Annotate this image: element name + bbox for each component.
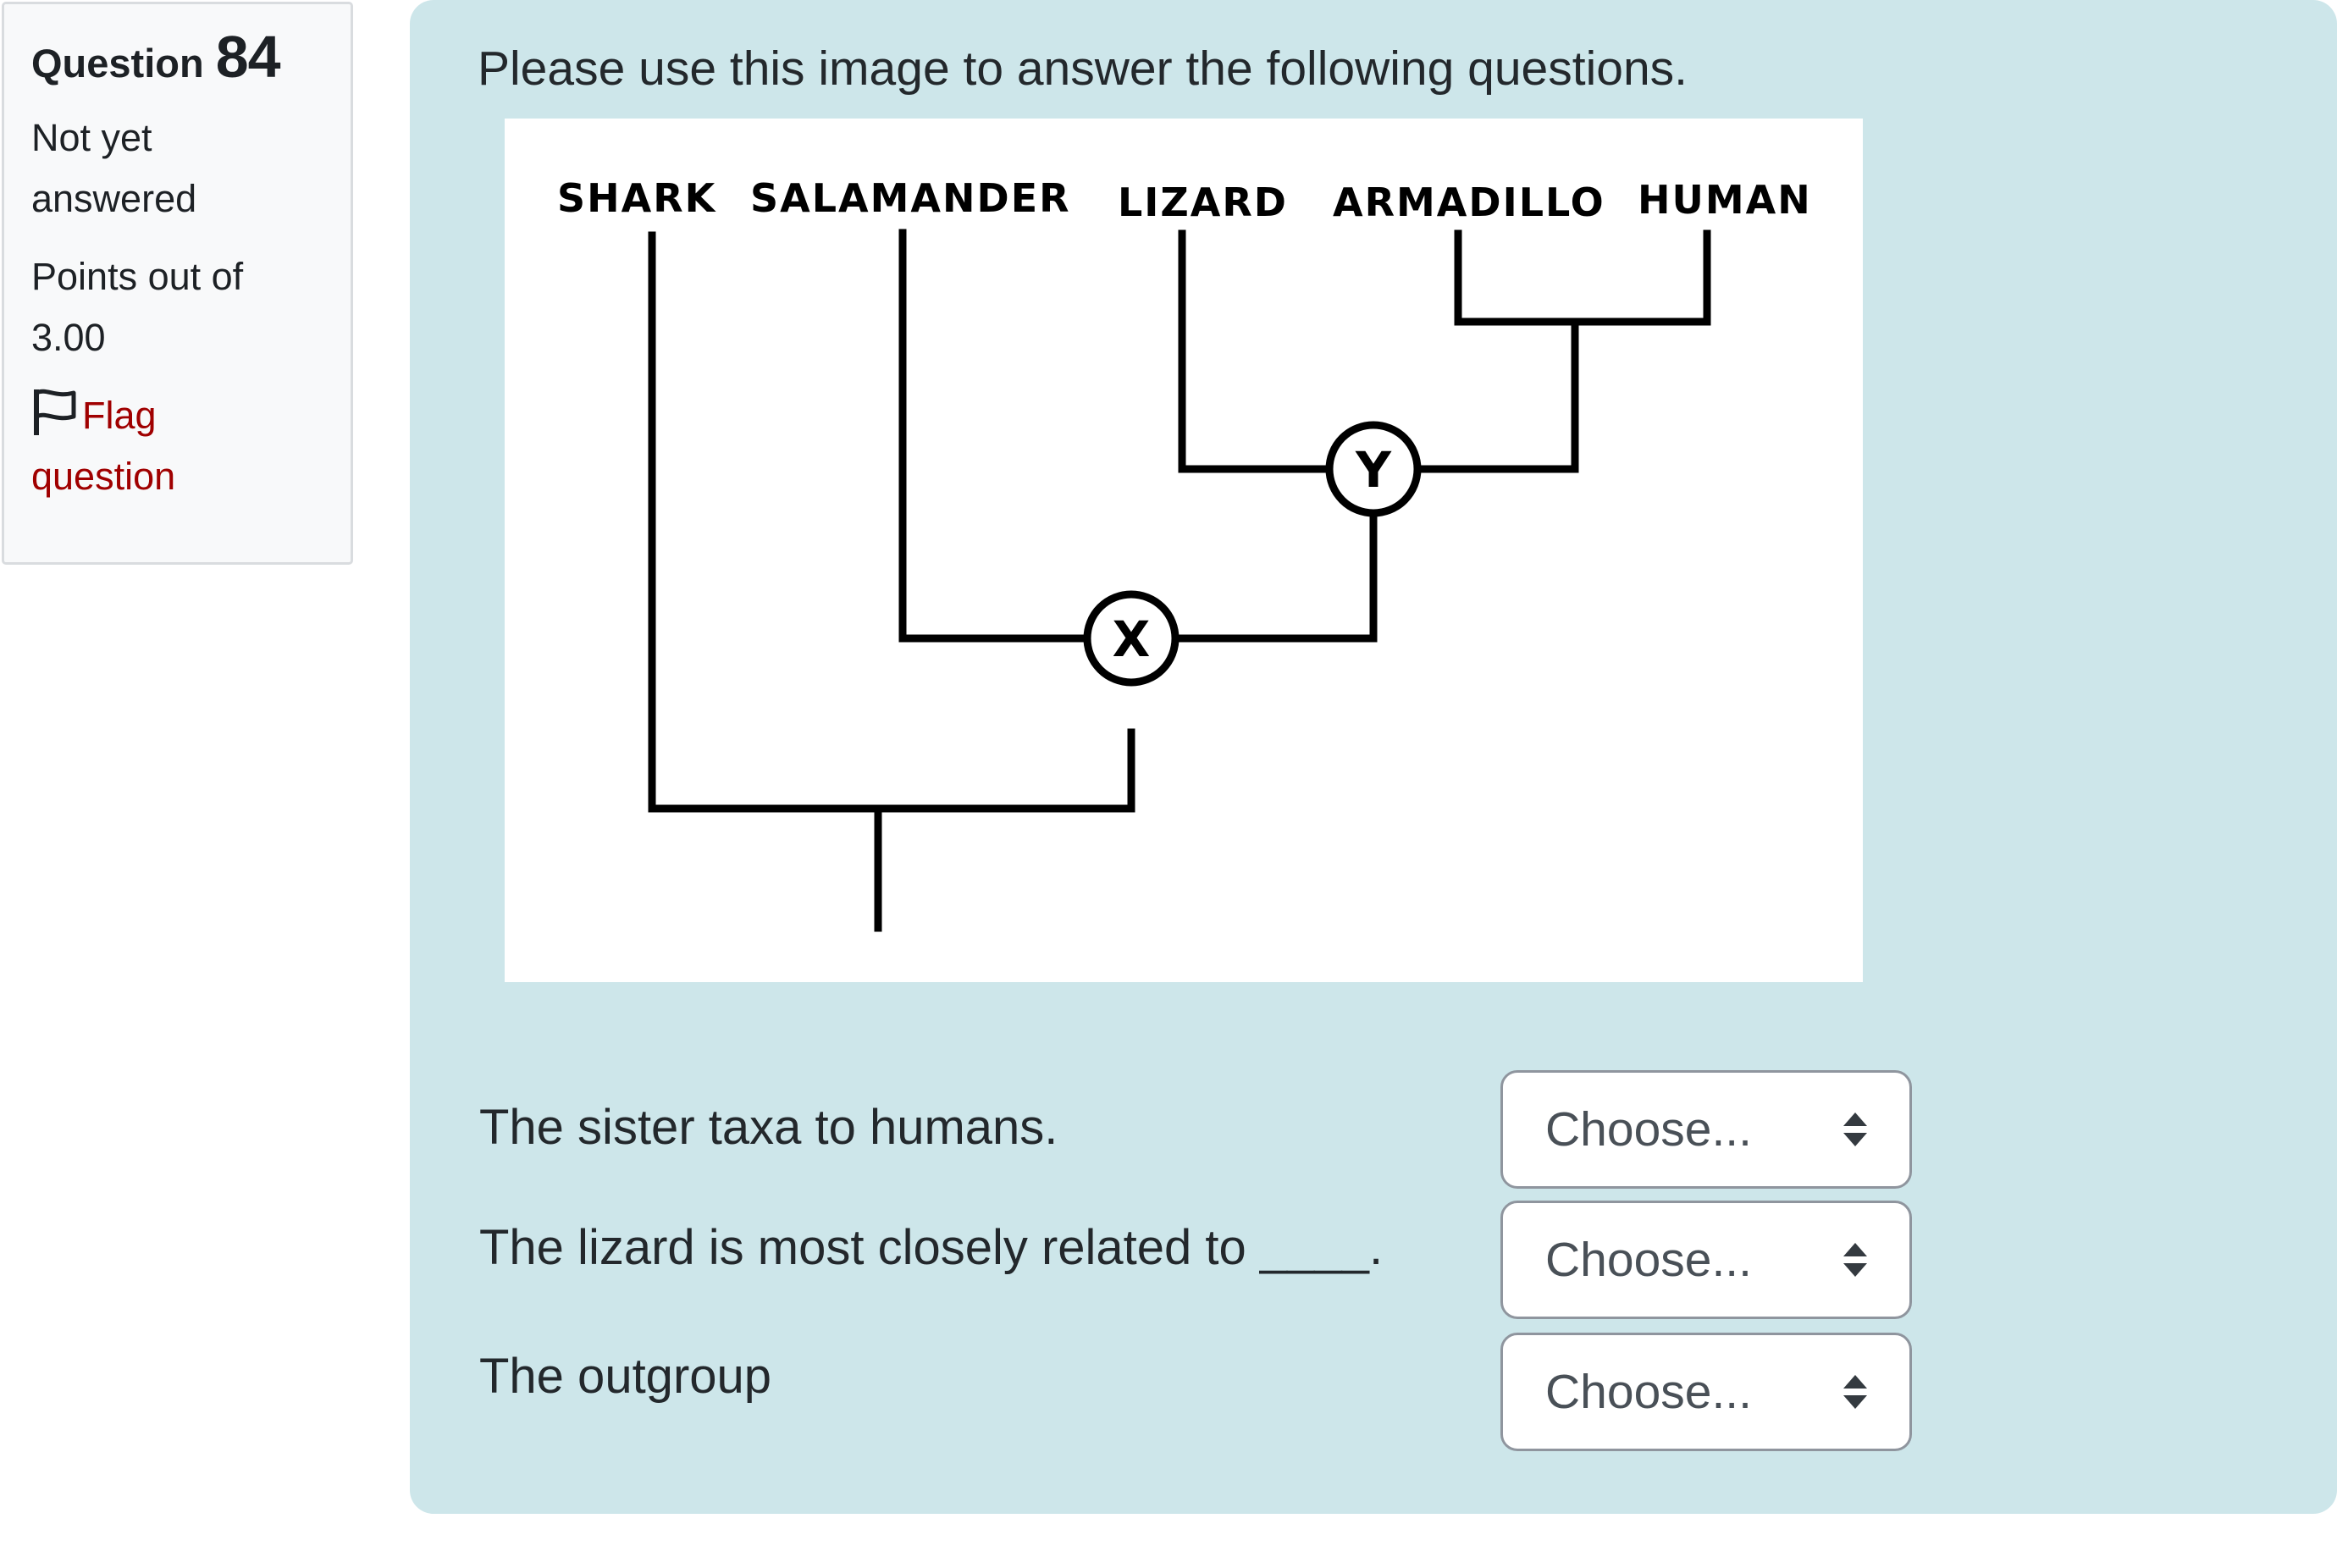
match-question-2: The lizard is most closely related to __… xyxy=(479,1220,1384,1275)
answer-select-3[interactable]: Choose... xyxy=(1500,1333,1912,1451)
cladogram-image: SHARK SALAMANDER LIZARD ARMADILLO HUMAN xyxy=(505,119,1863,982)
match-row-3: The outgroup Choose... xyxy=(479,1333,1919,1451)
answer-select-1[interactable]: Choose... xyxy=(1500,1070,1912,1189)
answer-select-2-value: Choose... xyxy=(1545,1233,1752,1287)
node-y-label: Y xyxy=(1355,441,1392,499)
question-number: 84 xyxy=(215,24,281,90)
flag-label[interactable]: Flag xyxy=(82,394,157,437)
question-number-heading: Question 84 xyxy=(31,23,351,91)
flag-question-link[interactable]: Flag question xyxy=(31,385,351,507)
match-question-1: The sister taxa to humans. xyxy=(479,1100,1058,1155)
node-y-circle xyxy=(1325,421,1422,517)
answer-select-2[interactable]: Choose... xyxy=(1500,1201,1912,1319)
node-x-circle xyxy=(1083,590,1180,687)
select-arrows-icon xyxy=(1843,1375,1867,1409)
answer-select-3-value: Choose... xyxy=(1545,1365,1752,1419)
select-arrows-icon xyxy=(1843,1113,1867,1146)
match-question-3: The outgroup xyxy=(479,1349,772,1404)
question-state: Not yet answered xyxy=(31,116,197,220)
question-label: Question xyxy=(31,41,204,86)
taxon-human: HUMAN xyxy=(1638,177,1812,223)
taxon-shark: SHARK xyxy=(557,175,717,221)
match-row-2: The lizard is most closely related to __… xyxy=(479,1199,1919,1319)
select-arrows-icon xyxy=(1843,1243,1867,1277)
answer-select-1-value: Choose... xyxy=(1545,1102,1752,1157)
question-info-card: Question 84 Not yet answered Points out … xyxy=(2,2,353,565)
question-content-panel: Please use this image to answer the foll… xyxy=(410,0,2337,1514)
cladogram-branches xyxy=(648,229,1711,932)
taxon-salamander: SALAMANDER xyxy=(750,175,1071,221)
taxon-lizard: LIZARD xyxy=(1118,179,1288,225)
taxon-armadillo: ARMADILLO xyxy=(1333,179,1605,225)
node-x-label: X xyxy=(1113,610,1151,668)
cladogram-svg: SHARK SALAMANDER LIZARD ARMADILLO HUMAN xyxy=(557,175,1812,932)
match-row-1: The sister taxa to humans. Choose... xyxy=(479,1070,1919,1189)
flag-icon xyxy=(34,389,76,435)
question-grade: Points out of 3.00 xyxy=(31,255,244,359)
question-prompt: Please use this image to answer the foll… xyxy=(478,41,1688,96)
